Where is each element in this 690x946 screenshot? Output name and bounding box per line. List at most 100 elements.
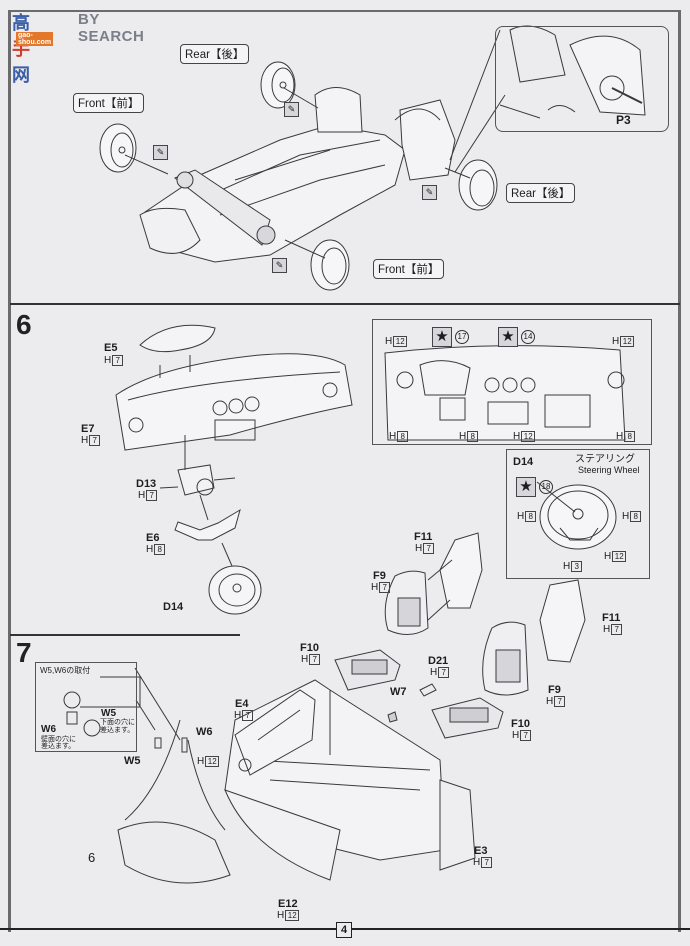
glue-icon: ✎ bbox=[272, 258, 287, 273]
w5-label-inset: W5 bbox=[101, 708, 116, 719]
paint-number: 8 bbox=[525, 511, 537, 522]
w6-note-2: 差込ます。 bbox=[41, 743, 76, 750]
paint-prefix: H bbox=[512, 730, 520, 742]
tub-drawing bbox=[117, 679, 476, 884]
part-id: E7 bbox=[81, 423, 95, 435]
decal-number: 18 bbox=[539, 480, 553, 494]
paint-prefix: H bbox=[513, 431, 521, 443]
paint-number: 7 bbox=[423, 543, 435, 554]
paint-number: 8 bbox=[624, 431, 636, 442]
part-label-f9: F9 bbox=[373, 570, 386, 582]
rear-label-top: Rear【後】 bbox=[180, 44, 250, 64]
paint-prefix: H bbox=[415, 543, 423, 555]
part-label-w7: W7 bbox=[390, 686, 407, 698]
w-inset-title: W5,W6の取付 bbox=[40, 666, 91, 675]
paint-number: 7 bbox=[309, 654, 321, 665]
paint-prefix: H bbox=[104, 355, 112, 367]
w5-note-1: 下面の穴に bbox=[100, 719, 135, 726]
part-label-f10-right: F10 bbox=[511, 718, 530, 730]
dash-inset-drawing bbox=[384, 345, 626, 441]
paint-prefix: H bbox=[301, 654, 309, 666]
paint-number: 12 bbox=[620, 336, 635, 347]
w5-note-2: 差込ます。 bbox=[100, 727, 135, 734]
part-label-e7: E7 bbox=[81, 424, 94, 435]
paint-number: 7 bbox=[112, 355, 124, 366]
paint-prefix: H bbox=[616, 431, 624, 443]
part-label-d14-inset: D14 bbox=[513, 456, 534, 468]
paint-number: 7 bbox=[481, 857, 493, 868]
part-label-d21: D21 bbox=[428, 655, 449, 667]
part-label-e6: E6 bbox=[146, 533, 159, 544]
paint-prefix: H bbox=[603, 624, 611, 636]
part-label-w6: W6 bbox=[196, 726, 213, 738]
paint-prefix: H bbox=[622, 511, 630, 523]
paint-prefix: H bbox=[459, 431, 467, 443]
w6-label-inset: W6 bbox=[41, 724, 56, 735]
glue-icon: ✎ bbox=[284, 102, 299, 117]
paint-number: 12 bbox=[285, 910, 300, 921]
frame-border-right bbox=[678, 10, 681, 932]
paint-number: 8 bbox=[397, 431, 409, 442]
paint-prefix: H bbox=[517, 511, 525, 523]
part-label-d13: D13 bbox=[136, 479, 156, 490]
paint-number: 7 bbox=[554, 696, 566, 707]
steering-wheel-detail-inset bbox=[506, 449, 650, 579]
paint-prefix: H bbox=[604, 551, 612, 563]
part-label-p3: P3 bbox=[616, 113, 631, 127]
frame-border-top bbox=[8, 10, 681, 12]
wm-char: 高 bbox=[12, 13, 32, 33]
decal-star-icon: ★ bbox=[498, 327, 518, 347]
paint-number: 3 bbox=[571, 561, 583, 572]
w-inset-drawing bbox=[63, 667, 181, 741]
part-label-w5: W5 bbox=[124, 755, 141, 767]
p3-detail-drawing bbox=[499, 25, 646, 119]
part-label-e4: E4 bbox=[235, 698, 249, 710]
paint-number: 7 bbox=[242, 710, 254, 721]
paint-number: 8 bbox=[467, 431, 479, 442]
step-number-6: 6 bbox=[16, 309, 32, 340]
w6-note-1: 壁面の穴に bbox=[41, 736, 76, 743]
steering-title-en: Steering Wheel bbox=[578, 465, 640, 475]
dashboard-drawing bbox=[115, 324, 353, 451]
paint-prefix: H bbox=[385, 336, 393, 348]
seats-drawing bbox=[334, 532, 586, 739]
step-number-7: 7 bbox=[16, 637, 32, 668]
rear-label-right: Rear【後】 bbox=[506, 183, 576, 203]
part-id: D13 bbox=[136, 478, 157, 490]
paint-number: 12 bbox=[612, 551, 627, 562]
paint-prefix: H bbox=[277, 910, 285, 922]
w5-w6-detail-inset bbox=[35, 662, 137, 752]
paint-prefix: H bbox=[563, 561, 571, 573]
detail-callout-lines bbox=[449, 29, 506, 173]
paint-prefix: H bbox=[389, 431, 397, 443]
p3-detail-inset bbox=[495, 26, 669, 132]
paint-prefix: H bbox=[612, 336, 620, 348]
decal-star-icon: ★ bbox=[432, 327, 452, 347]
paint-prefix: H bbox=[546, 696, 554, 708]
paint-number: 12 bbox=[521, 431, 536, 442]
paint-number: 7 bbox=[611, 624, 623, 635]
decal-star-icon: ★ bbox=[516, 477, 536, 497]
part-id: E6 bbox=[146, 532, 160, 544]
steering-title-jp: ステアリング bbox=[575, 454, 635, 465]
page-number: 4 bbox=[336, 922, 352, 938]
